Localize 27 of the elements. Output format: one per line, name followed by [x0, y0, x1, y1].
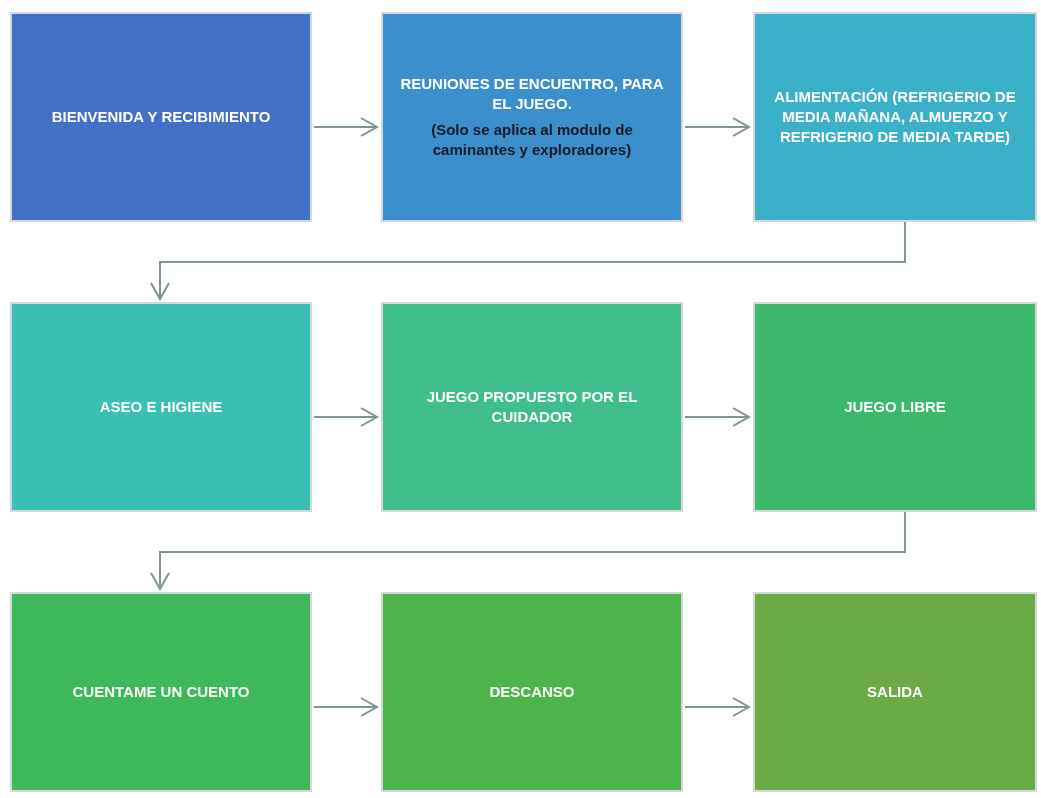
process-box — [381, 12, 683, 222]
box-heading: ASEO E HIGIENE — [99, 396, 223, 417]
process-box — [10, 12, 312, 222]
arrow — [684, 697, 750, 717]
arrow — [150, 511, 906, 590]
process-box — [753, 12, 1037, 222]
box-heading: DESCANSO — [489, 681, 575, 702]
box-heading: JUEGO PROPUESTO POR EL CUIDADOR — [425, 386, 639, 427]
arrow — [313, 697, 378, 717]
box-note: (Solo se aplica al modulo de caminantes y exploradores) — [430, 120, 634, 161]
box-heading: BIENVENIDA Y RECIBIMIENTO — [51, 106, 271, 127]
process-box — [753, 302, 1037, 512]
process-box — [10, 592, 312, 792]
process-box — [10, 302, 312, 512]
arrow — [313, 117, 378, 137]
arrow — [684, 117, 750, 137]
box-heading: CUENTAME UN CUENTO — [72, 681, 250, 702]
arrow — [684, 407, 750, 427]
process-box — [381, 592, 683, 792]
process-box — [753, 592, 1037, 792]
arrow — [150, 221, 906, 300]
box-heading: SALIDA — [867, 681, 923, 702]
box-heading: JUEGO LIBRE — [844, 396, 946, 417]
box-heading: ALIMENTACIÓN (REFRIGERIO DE MEDIA MAÑANA, ALMUERZO Y REFRIGERIO DE MEDIA TARDE) — [773, 86, 1017, 148]
box-heading: REUNIONES DE ENCUENTRO, PARA EL JUEGO. — [399, 73, 665, 114]
arrow — [313, 407, 378, 427]
process-box — [381, 302, 683, 512]
